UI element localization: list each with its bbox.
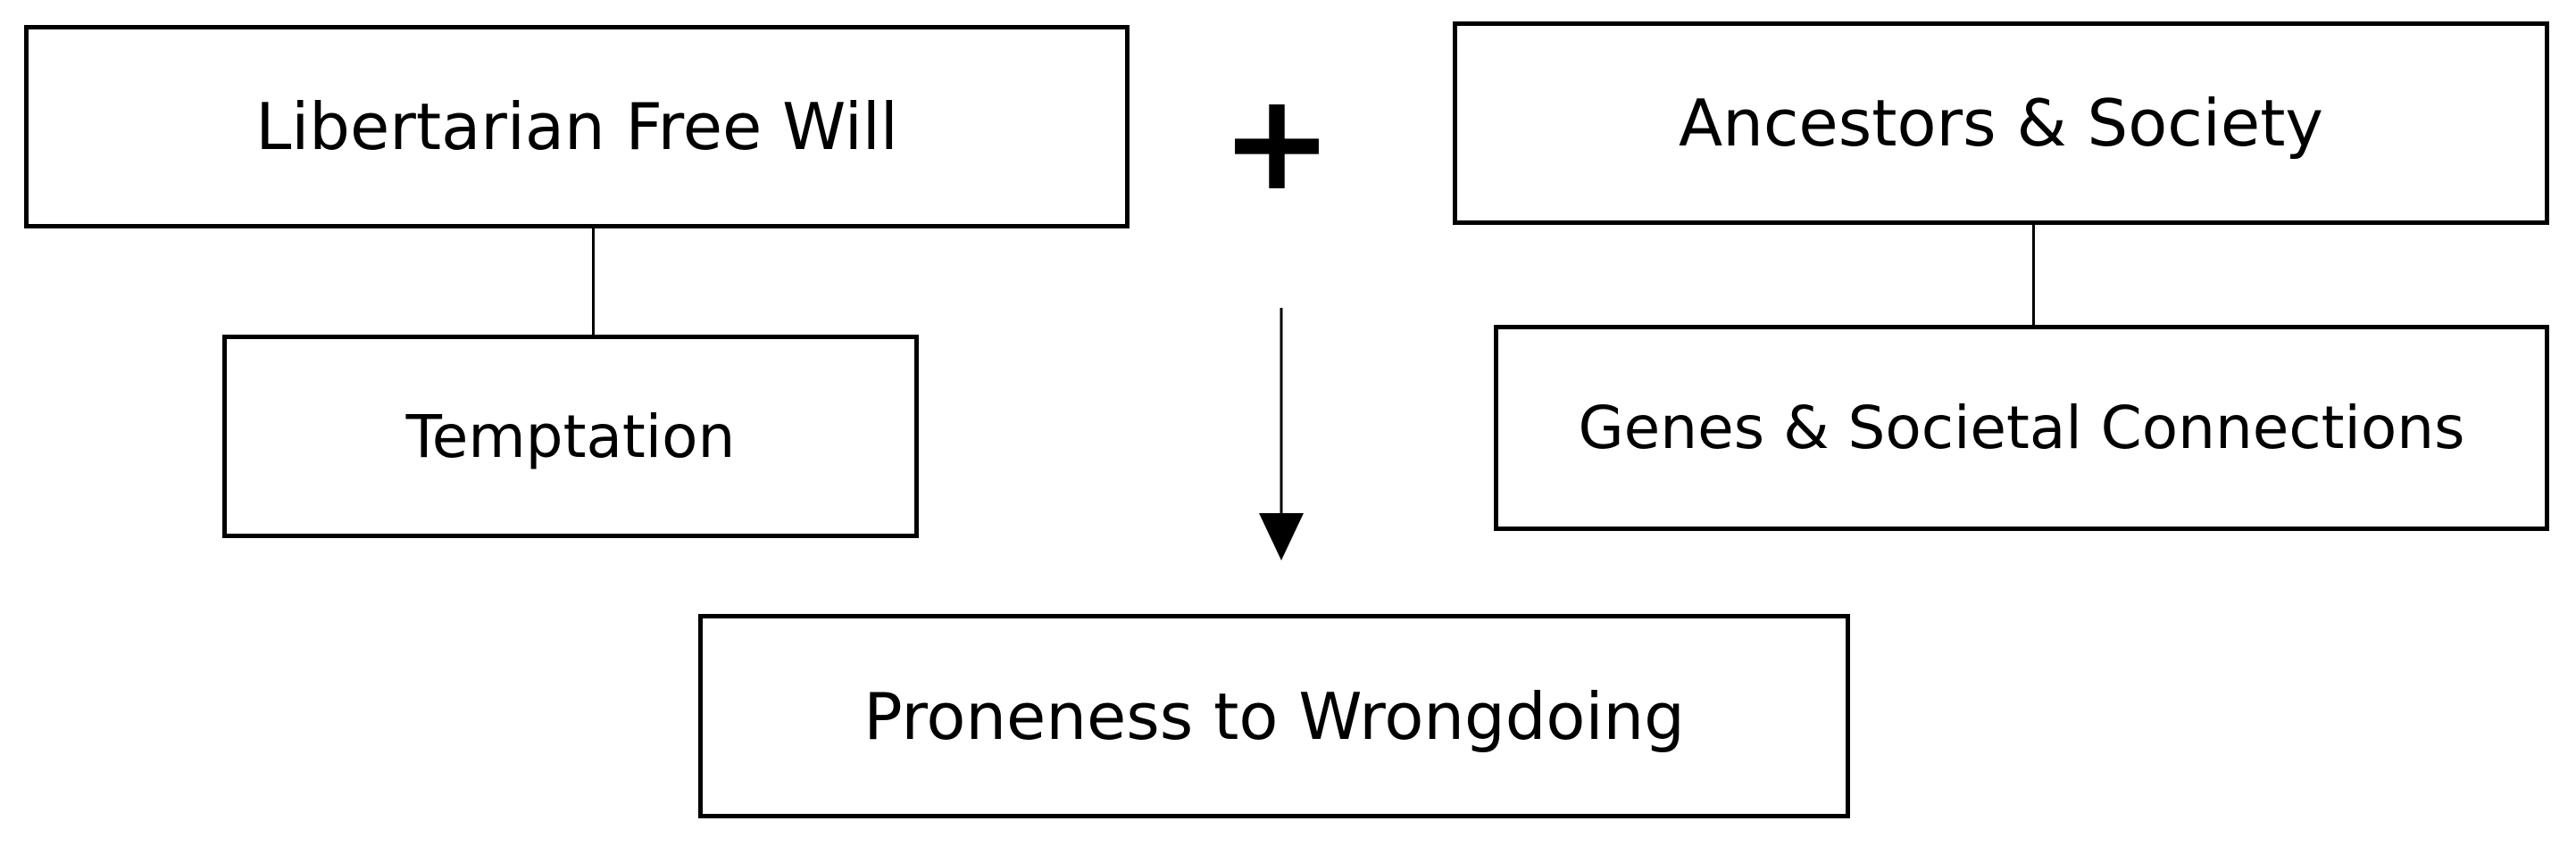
connector-free-will-temptation [592,228,595,336]
plus-operator: + [1221,65,1333,220]
libertarian-free-will-label: Libertarian Free Will [255,89,898,164]
genes-societal-connections-box: Genes & Societal Connections [1494,325,2549,531]
libertarian-free-will-box: Libertarian Free Will [24,25,1130,228]
proneness-to-wrongdoing-label: Proneness to Wrongdoing [863,678,1685,754]
temptation-label: Temptation [405,402,736,471]
connector-ancestors-genes [2032,225,2035,326]
down-arrow-icon [1259,308,1304,560]
ancestors-society-box: Ancestors & Society [1453,21,2549,225]
temptation-box: Temptation [222,335,919,538]
ancestors-society-label: Ancestors & Society [1678,86,2324,161]
genes-societal-connections-label: Genes & Societal Connections [1578,394,2465,462]
proneness-to-wrongdoing-box: Proneness to Wrongdoing [698,614,1850,818]
